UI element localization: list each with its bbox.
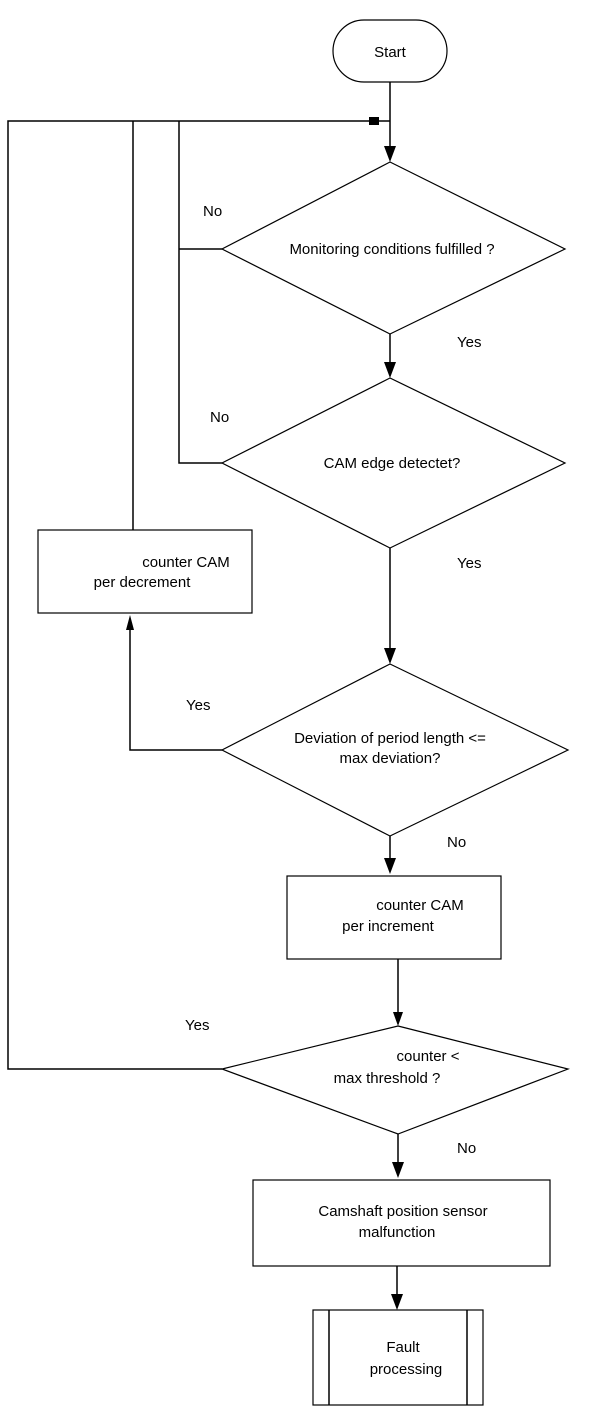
process-malfunction-line2: malfunction xyxy=(359,1224,436,1241)
fault-line2: processing xyxy=(370,1361,443,1378)
fault-processing-node: Fault processing xyxy=(312,1309,484,1406)
threshold-no-label: No xyxy=(457,1140,476,1157)
decision-threshold: counter < max threshold ? xyxy=(219,1025,570,1135)
process-decrement: counter CAM per decrement xyxy=(37,529,253,614)
decision-deviation: Deviation of period length <= max deviat… xyxy=(220,663,570,837)
arrow-to-cam-edge xyxy=(384,362,396,378)
deviation-yes-label: Yes xyxy=(186,697,210,714)
arrow-to-fault xyxy=(391,1294,403,1310)
start-label: Start xyxy=(374,44,407,61)
process-decrement-line1: counter CAM xyxy=(142,554,230,571)
decision-deviation-line2: max deviation? xyxy=(340,750,441,767)
monitoring-no-label: No xyxy=(203,203,222,220)
arrow-to-malfunction xyxy=(392,1162,404,1178)
arrow-to-deviation xyxy=(384,648,396,664)
process-malfunction: Camshaft position sensor malfunction xyxy=(252,1179,551,1267)
cam-edge-yes-label: Yes xyxy=(457,555,481,572)
threshold-yes-label: Yes xyxy=(185,1017,209,1034)
connector-cam-no-loop xyxy=(178,121,222,464)
deviation-no-label: No xyxy=(447,834,466,851)
decision-cam-edge-label: CAM edge detectet? xyxy=(324,455,461,472)
connector-outer-loop xyxy=(7,120,390,1070)
process-decrement-line2: per decrement xyxy=(94,574,192,591)
decision-threshold-line1: counter < xyxy=(397,1048,460,1065)
connector-deviation-yes xyxy=(129,625,222,751)
cam-edge-no-label: No xyxy=(210,409,229,426)
process-increment: counter CAM per increment xyxy=(286,875,502,960)
process-increment-line2: per increment xyxy=(342,918,435,935)
arrow-to-threshold xyxy=(393,1012,403,1026)
process-malfunction-line1: Camshaft position sensor xyxy=(318,1203,487,1220)
arrow-to-increment xyxy=(384,858,396,874)
fault-line1: Fault xyxy=(386,1339,420,1356)
decision-monitoring: Monitoring conditions fulfilled ? xyxy=(220,161,567,335)
process-increment-line1: counter CAM xyxy=(376,897,464,914)
arrow-to-monitoring xyxy=(384,146,396,162)
decision-threshold-line2: max threshold ? xyxy=(334,1070,441,1087)
monitoring-yes-label: Yes xyxy=(457,334,481,351)
decision-cam-edge: CAM edge detectet? xyxy=(220,377,567,549)
arrow-to-decrement xyxy=(126,615,134,630)
merge-marker xyxy=(369,117,379,125)
start-node: Start xyxy=(332,19,448,83)
decision-monitoring-label: Monitoring conditions fulfilled ? xyxy=(289,241,494,258)
decision-deviation-line1: Deviation of period length <= xyxy=(294,730,486,747)
